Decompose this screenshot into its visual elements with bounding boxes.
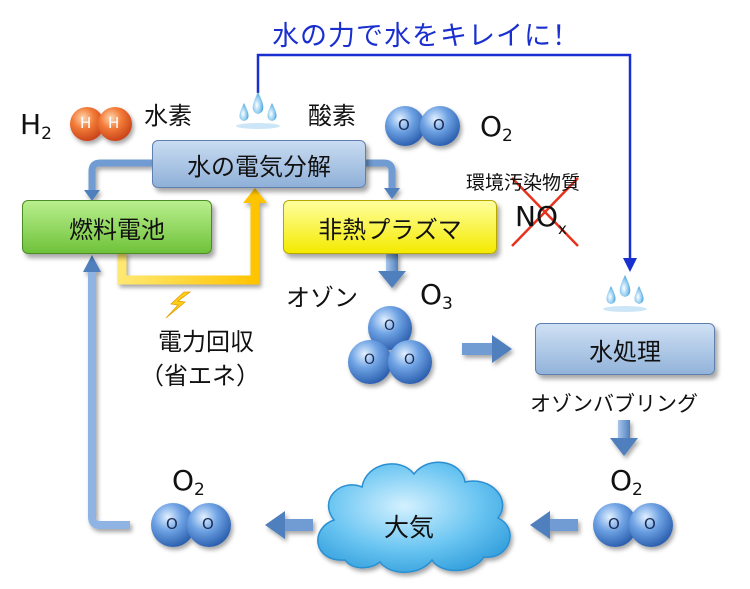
plasma-box: 非熱プラズマ	[283, 200, 497, 254]
oxygen-to-atmosphere-arrow	[530, 511, 578, 539]
oxygen-molecule-left	[151, 503, 231, 547]
oxygen-atom-label: O	[166, 515, 178, 533]
water-drops-icon	[603, 275, 647, 312]
diagram-title: 水の力で水をキレイに！	[272, 21, 580, 52]
ozone-atom-label: O	[404, 352, 416, 368]
oxygen-formula-left: O2	[172, 464, 205, 500]
electrolysis-to-fuel-arrow	[84, 159, 152, 201]
oxygen-name: 酸素	[308, 102, 356, 130]
hydrogen-atom-label: H	[108, 114, 120, 132]
water-drops-icon	[236, 92, 280, 129]
ozone-molecule	[348, 306, 432, 384]
oxygen-formula-right: O2	[610, 464, 643, 500]
fuel-cell-box: 燃料電池	[22, 200, 212, 254]
hydrogen-formula: H2	[20, 108, 52, 144]
lightning-icon	[165, 291, 192, 319]
hydrogen-molecule	[70, 107, 132, 141]
hydrogen-atom-label: H	[80, 114, 92, 132]
oxygen-atom-label: O	[644, 515, 656, 533]
pollutant-label: 環境汚染物質	[466, 172, 581, 194]
hydrogen-name: 水素	[144, 102, 192, 130]
nox-formula: NOx	[515, 200, 567, 238]
energy-saving-label: （省エネ）	[140, 362, 260, 390]
power-recovery-label: 電力回収	[158, 328, 254, 356]
ozone-formula: O3	[420, 278, 453, 314]
cloud-icon	[317, 461, 511, 573]
oxygen-to-fuel-arrow	[83, 255, 130, 529]
ozone-name: オゾン	[286, 284, 358, 312]
oxygen-atom-label: O	[202, 515, 214, 533]
oxygen-atom-label: O	[433, 116, 445, 134]
electrolysis-box: 水の電気分解	[152, 140, 366, 188]
oxygen-formula-top: O2	[480, 110, 513, 146]
ozone-to-treatment-arrow	[462, 335, 512, 363]
oxygen-molecule-right	[593, 503, 673, 547]
electrolysis-to-plasma-arrow	[364, 159, 400, 199]
atmosphere-to-oxygen-arrow	[265, 511, 313, 539]
oxygen-molecule-top	[385, 106, 460, 146]
ozone-bubbling-label: オゾンバブリング	[530, 392, 698, 416]
plasma-to-ozone-arrow	[378, 253, 406, 288]
oxygen-atom-label: O	[608, 515, 620, 533]
cross-out-mark	[511, 177, 579, 247]
power-recovery-arrow	[117, 188, 267, 285]
water-treatment-box: 水処理	[535, 323, 715, 375]
ozone-atom-label: O	[364, 352, 376, 368]
treatment-to-oxygen-arrow	[610, 420, 638, 456]
atmosphere-label: 大気	[384, 513, 435, 542]
title-flow-arrow	[256, 53, 637, 272]
ozone-atom-label: O	[384, 318, 396, 334]
oxygen-atom-label: O	[398, 116, 410, 134]
